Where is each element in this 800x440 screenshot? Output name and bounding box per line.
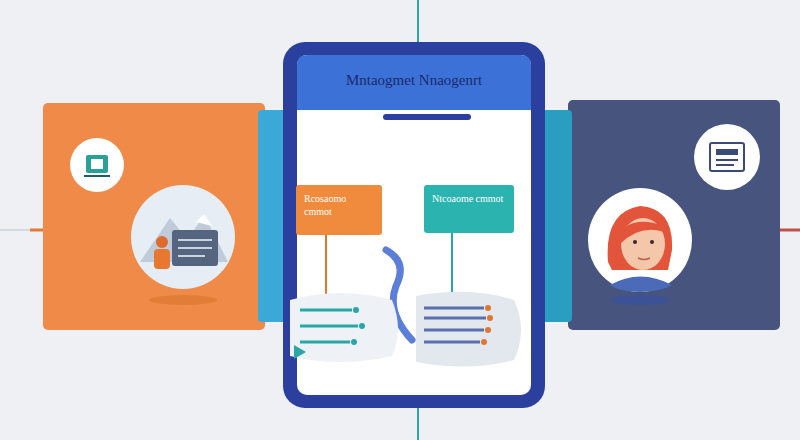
box-text: Ntcoaome cmmot [432, 193, 506, 206]
orange-message-box: Rcosaomo cmmot [296, 185, 382, 235]
teal-message-box: Ntcoaome cmmot [424, 185, 514, 233]
box-text: Rcosaomo cmmot [304, 193, 374, 218]
app-header-title: Mntaogmet Nnaogenrt [346, 72, 482, 89]
